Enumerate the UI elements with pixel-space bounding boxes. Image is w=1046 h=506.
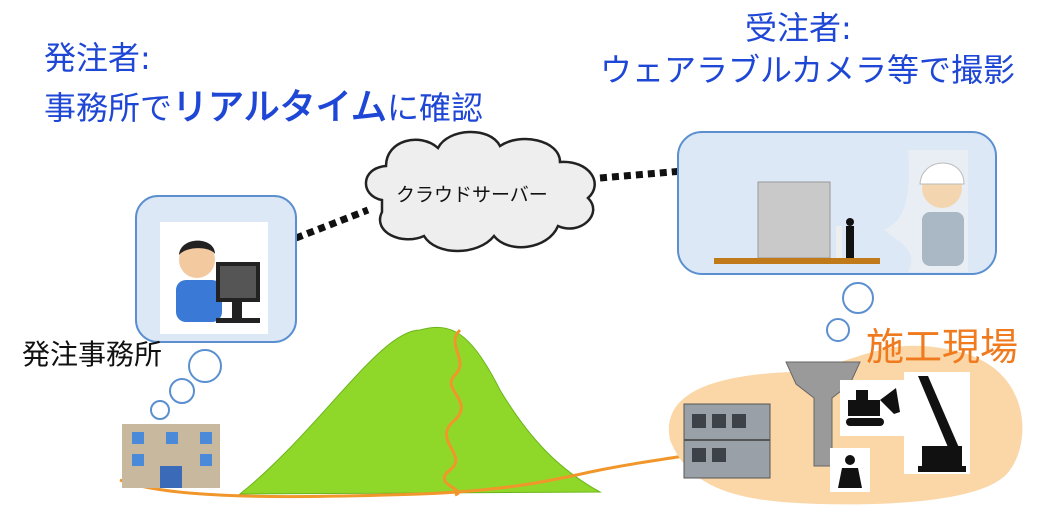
cloud-server-label: クラウドサーバー bbox=[396, 184, 548, 206]
worker-icon bbox=[830, 448, 870, 492]
orderer-caption: 事務所でリアルタイムに確認 bbox=[44, 86, 483, 130]
orderer-title: 発注者: bbox=[44, 39, 151, 77]
cloud-icon bbox=[364, 130, 596, 253]
construction-wall bbox=[714, 181, 880, 264]
site-label: 施工現場 bbox=[866, 325, 1019, 369]
orderer-caption-emphasis: リアルタイム bbox=[172, 87, 387, 128]
crane-icon bbox=[904, 372, 970, 474]
orderer-caption-suffix: に確認 bbox=[386, 89, 483, 127]
contractor-title: 受注者: bbox=[745, 9, 852, 47]
mountain-road bbox=[442, 328, 463, 497]
office-worker-icon bbox=[176, 240, 260, 323]
contractor-caption: ウェアラブルカメラ等で撮影 bbox=[600, 51, 1016, 89]
camera-wearer-icon bbox=[919, 162, 965, 266]
site-office-icon bbox=[683, 403, 771, 479]
orderer-caption-prefix: 事務所で bbox=[44, 89, 173, 127]
mountain-shape bbox=[238, 326, 602, 495]
excavator-icon bbox=[840, 380, 906, 436]
lower-road bbox=[119, 453, 691, 499]
connector-office-cloud bbox=[294, 206, 370, 242]
office-label: 発注事務所 bbox=[22, 338, 163, 371]
office-building-icon bbox=[122, 424, 220, 488]
